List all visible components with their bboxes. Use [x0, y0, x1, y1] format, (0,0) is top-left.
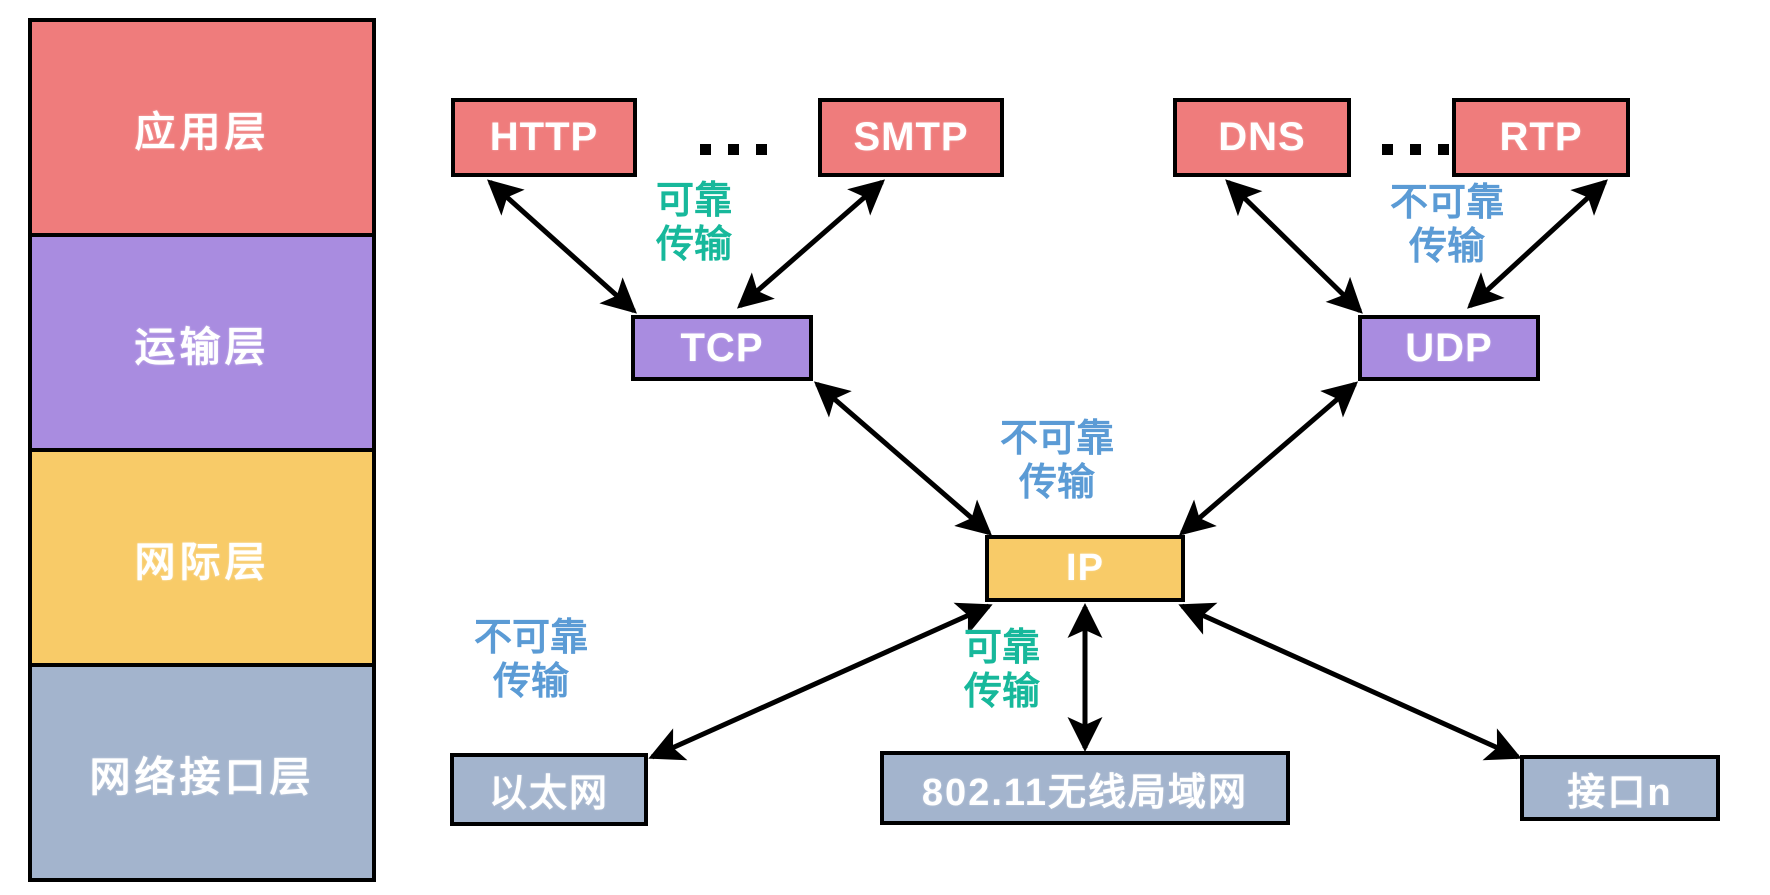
ellipsis-application-left [700, 144, 767, 155]
ellipsis-dot [1382, 144, 1393, 155]
layer-transport: 运输层 [32, 237, 372, 452]
ellipsis-dot [700, 144, 711, 155]
layer-internet: 网际层 [32, 452, 372, 667]
protocol-box-ethernet-label: 以太网 [488, 773, 609, 815]
arrow-udp-dns [1225, 179, 1363, 314]
label-wlan-reliable-line2: 传输 [964, 670, 1041, 713]
protocol-box-ethernet[interactable]: 以太网 [450, 753, 648, 826]
protocol-box-rtp[interactable]: RTP [1452, 98, 1630, 177]
layer-internet-label: 网际层 [134, 538, 270, 585]
label-tcp-reliable-line1: 可靠 [656, 180, 733, 222]
label-tcp-reliable-transmission: 可靠 传输 [656, 180, 732, 267]
label-wlan-reliable-line1: 可靠 [964, 627, 1041, 669]
protocol-box-interface-n-label: 接口n [1567, 771, 1673, 814]
label-ip-unreliable-transmission: 不可靠 传输 [1000, 418, 1114, 505]
label-tcp-reliable-line2: 传输 [656, 223, 733, 266]
protocol-box-wlan[interactable]: 802.11无线局域网 [880, 751, 1290, 825]
label-udp-unreliable-transmission: 不可靠 传输 [1390, 182, 1504, 269]
protocol-box-dns[interactable]: DNS [1173, 98, 1351, 177]
protocol-box-http-label: HTTP [489, 115, 599, 159]
label-udp-unreliable-line1: 不可靠 [1390, 182, 1505, 224]
protocol-box-wlan-label: 802.11无线局域网 [921, 771, 1249, 814]
protocol-box-tcp[interactable]: TCP [631, 315, 813, 381]
label-ethernet-unreliable-line2: 传输 [493, 660, 570, 703]
label-wlan-reliable-transmission: 可靠 传输 [964, 627, 1040, 714]
arrow-tcp-http [487, 179, 637, 314]
protocol-box-ip[interactable]: IP [985, 535, 1185, 602]
protocol-box-smtp[interactable]: SMTP [818, 98, 1004, 177]
label-ip-unreliable-line2: 传输 [1019, 461, 1096, 504]
layer-network-interface-label: 网络接口层 [89, 753, 315, 800]
protocol-box-dns-label: DNS [1218, 115, 1306, 159]
layer-network-interface: 网络接口层 [32, 667, 372, 878]
arrow-ip-udp [1178, 381, 1359, 536]
label-ethernet-unreliable-line1: 不可靠 [474, 617, 589, 659]
label-udp-unreliable-line2: 传输 [1409, 225, 1486, 268]
protocol-box-udp[interactable]: UDP [1358, 315, 1540, 381]
ellipsis-dot [728, 144, 739, 155]
ellipsis-dot [1410, 144, 1421, 155]
label-ip-unreliable-line1: 不可靠 [1000, 418, 1115, 460]
layer-application-label: 应用层 [134, 108, 270, 155]
ellipsis-dot [1438, 144, 1449, 155]
protocol-layer-stack: 应用层 运输层 网际层 网络接口层 [28, 18, 376, 882]
protocol-box-rtp-label: RTP [1499, 115, 1583, 159]
protocol-box-tcp-label: TCP [680, 325, 764, 370]
protocol-box-http[interactable]: HTTP [451, 98, 637, 177]
arrow-tcp-smtp [736, 179, 886, 309]
layer-application: 应用层 [32, 22, 372, 237]
protocol-box-interface-n[interactable]: 接口n [1520, 755, 1720, 821]
ellipsis-application-right [1382, 144, 1449, 155]
layer-transport-label: 运输层 [134, 323, 270, 370]
arrow-ip-ethernet [648, 602, 993, 761]
label-ethernet-unreliable-transmission: 不可靠 传输 [474, 617, 588, 704]
protocol-box-udp-label: UDP [1405, 325, 1493, 370]
protocol-box-ip-label: IP [1066, 547, 1104, 589]
arrow-ip-interface-n [1178, 602, 1522, 761]
protocol-box-smtp-label: SMTP [853, 115, 969, 159]
ellipsis-dot [756, 144, 767, 155]
arrow-ip-tcp [813, 381, 993, 536]
